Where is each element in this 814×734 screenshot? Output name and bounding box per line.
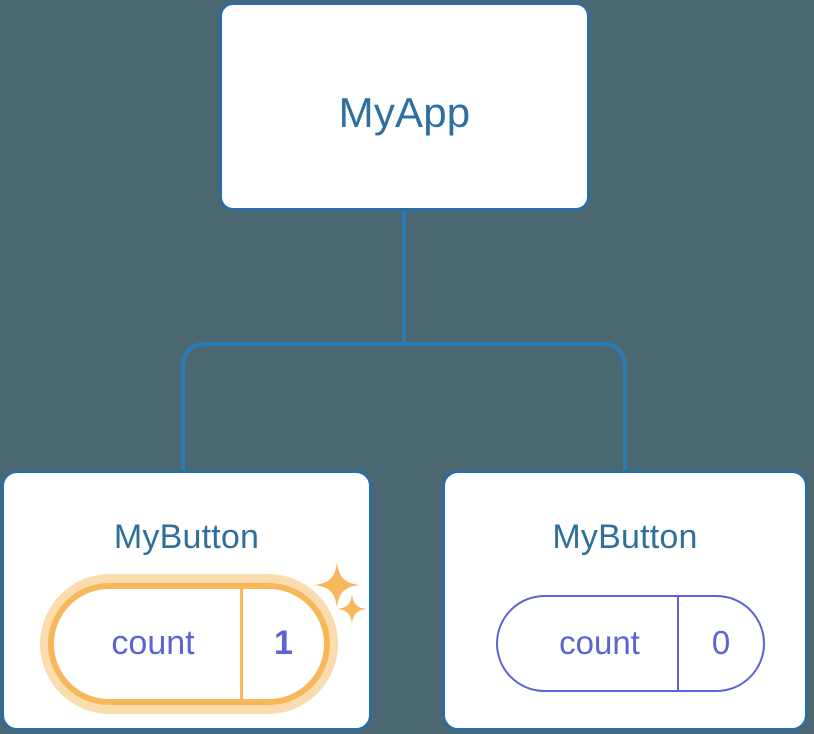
node-title-child-right: MyButton (552, 518, 698, 556)
state-badge-left[interactable]: count 1 (48, 583, 330, 705)
state-value-right: 0 (677, 597, 763, 690)
state-key-left: count (111, 624, 195, 662)
state-badge-right[interactable]: count 0 (496, 595, 765, 692)
node-card-mybutton-right[interactable]: MyButton count 0 (442, 470, 808, 731)
connector-branch-bus (181, 342, 627, 470)
node-card-myapp[interactable]: MyApp (219, 2, 590, 211)
state-badge-glow (40, 574, 338, 714)
node-title-child-left: MyButton (113, 518, 260, 556)
node-card-mybutton-left[interactable]: MyButton count 1 (1, 470, 372, 731)
state-value-left: 1 (240, 589, 324, 699)
state-badge-highlighted[interactable]: count 1 (40, 574, 338, 714)
state-key-right: count (559, 624, 640, 661)
node-title-root: MyApp (338, 89, 471, 136)
